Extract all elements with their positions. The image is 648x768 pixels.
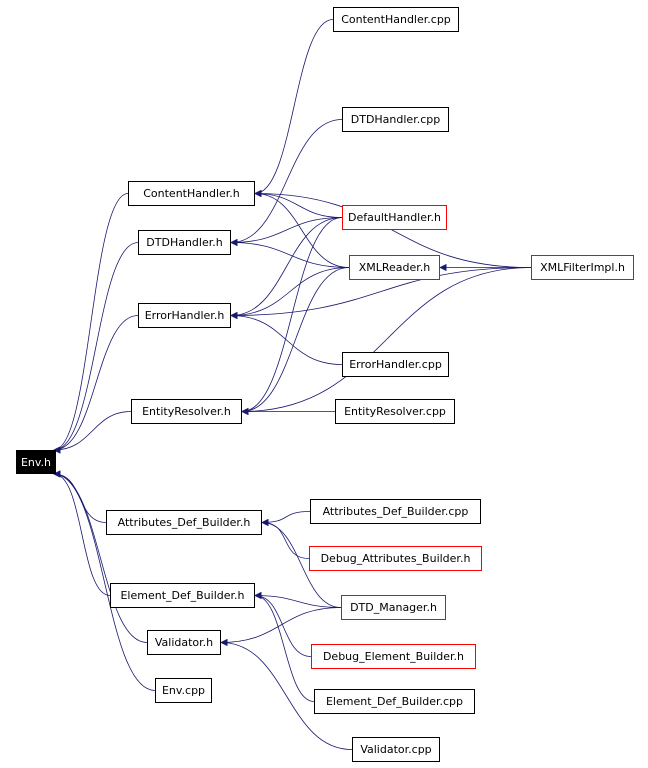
- edge-entityresolver-h-to-env-h: [53, 411, 132, 454]
- edge-errorhandler-h-to-env-h: [53, 315, 139, 454]
- node-attributes-def-builder-h[interactable]: Attributes_Def_Builder.h: [106, 510, 262, 535]
- node-contenthandler-cpp[interactable]: ContentHandler.cpp: [333, 7, 459, 32]
- edge-xmlreader-h-to-entityresolver-h: [241, 267, 350, 416]
- edge-xmlreader-h-to-contenthandler-h: [254, 189, 350, 268]
- node-dtdhandler-cpp[interactable]: DTDHandler.cpp: [342, 107, 449, 132]
- node-contenthandler-h[interactable]: ContentHandler.h: [128, 181, 255, 206]
- edge-defaulthandler-h-to-entityresolver-h: [241, 217, 343, 416]
- node-defaulthandler-h[interactable]: DefaultHandler.h: [342, 205, 447, 230]
- node-attributes-def-builder-cpp[interactable]: Attributes_Def_Builder.cpp: [310, 499, 481, 524]
- edge-xmlfilterimpl-h-to-entityresolver-h: [241, 267, 532, 416]
- node-env-h[interactable]: Env.h: [16, 450, 56, 474]
- node-errorhandler-cpp[interactable]: ErrorHandler.cpp: [342, 352, 449, 377]
- node-dtd-manager-h[interactable]: DTD_Manager.h: [341, 595, 446, 620]
- edge-defaulthandler-h-to-contenthandler-h: [254, 189, 343, 218]
- edge-xmlfilterimpl-h-to-errorhandler-h: [230, 267, 532, 320]
- edge-defaulthandler-h-to-dtdhandler-h: [230, 217, 343, 247]
- edge-env-cpp-to-env-h: [53, 470, 156, 691]
- edge-dtdhandler-h-to-env-h: [53, 242, 139, 454]
- edge-dtd-manager-h-to-validator-h: [220, 607, 342, 647]
- node-debug-element-builder-h[interactable]: Debug_Element_Builder.h: [311, 644, 476, 669]
- node-errorhandler-h[interactable]: ErrorHandler.h: [138, 303, 231, 328]
- edge-debug-attributes-builder-h-to-attributes-def-builder-h: [261, 518, 310, 559]
- edge-defaulthandler-h-to-errorhandler-h: [230, 217, 343, 320]
- node-entityresolver-h[interactable]: EntityResolver.h: [131, 399, 242, 424]
- node-validator-h[interactable]: Validator.h: [147, 630, 221, 655]
- edge-xmlfilterimpl-h-to-contenthandler-h: [254, 189, 532, 268]
- node-element-def-builder-cpp[interactable]: Element_Def_Builder.cpp: [314, 689, 475, 714]
- edge-xmlreader-h-to-errorhandler-h: [230, 267, 350, 320]
- edge-dtd-manager-h-to-attributes-def-builder-h: [261, 518, 342, 608]
- edge-xmlreader-h-to-dtdhandler-h: [230, 238, 350, 268]
- edge-errorhandler-cpp-to-errorhandler-h: [230, 311, 343, 365]
- edge-dtd-manager-h-to-element-def-builder-h: [254, 591, 342, 608]
- edge-element-def-builder-cpp-to-element-def-builder-h: [254, 591, 315, 702]
- node-xmlreader-h[interactable]: XMLReader.h: [349, 255, 440, 280]
- node-env-cpp[interactable]: Env.cpp: [155, 678, 212, 703]
- node-element-def-builder-h[interactable]: Element_Def_Builder.h: [110, 583, 255, 608]
- edge-validator-cpp-to-validator-h: [220, 638, 353, 750]
- edge-debug-element-builder-h-to-element-def-builder-h: [254, 591, 312, 657]
- node-validator-cpp[interactable]: Validator.cpp: [352, 737, 440, 762]
- edge-attributes-def-builder-cpp-to-attributes-def-builder-h: [261, 511, 311, 527]
- edge-contenthandler-h-to-env-h: [53, 193, 129, 454]
- node-debug-attributes-builder-h[interactable]: Debug_Attributes_Builder.h: [309, 546, 482, 571]
- node-dtdhandler-h[interactable]: DTDHandler.h: [138, 230, 231, 255]
- node-entityresolver-cpp[interactable]: EntityResolver.cpp: [335, 399, 455, 424]
- edge-element-def-builder-h-to-env-h: [53, 470, 111, 596]
- edge-contenthandler-cpp-to-contenthandler-h: [254, 19, 334, 198]
- edge-dtdhandler-cpp-to-dtdhandler-h: [230, 119, 343, 247]
- edge-validator-h-to-env-h: [53, 470, 148, 643]
- node-xmlfilterimpl-h[interactable]: XMLFilterImpl.h: [531, 255, 634, 280]
